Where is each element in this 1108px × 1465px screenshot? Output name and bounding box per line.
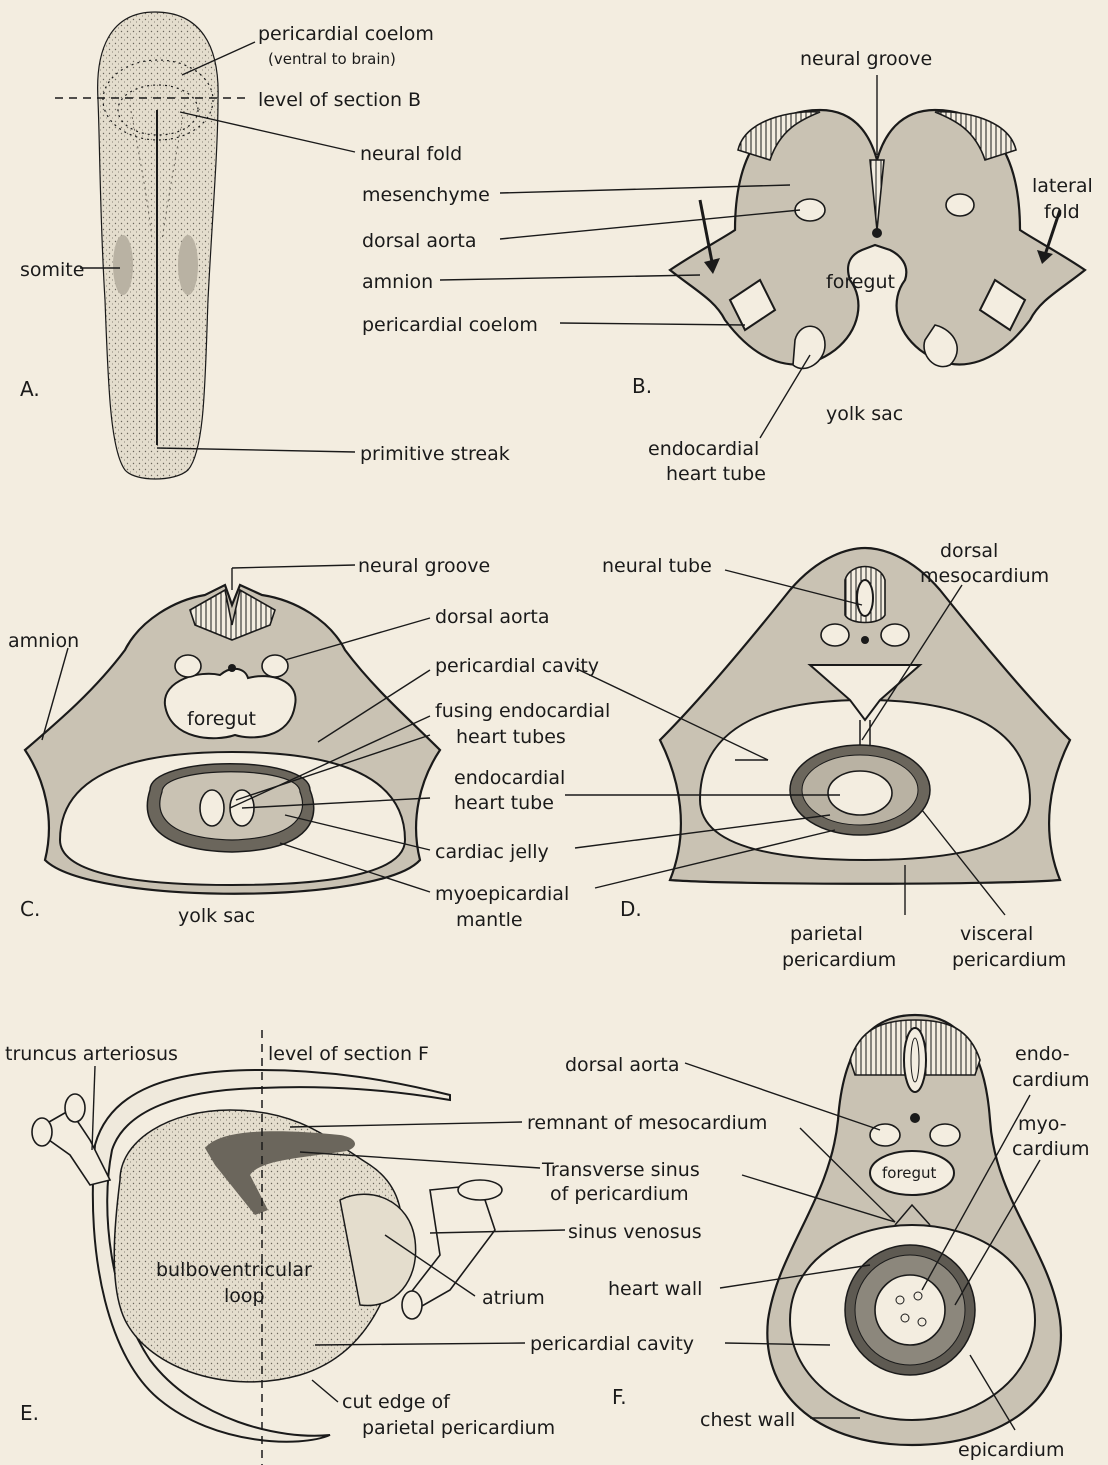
label-pericardial-coelom-b: pericardial coelom xyxy=(362,314,538,336)
panel-letter-a: A. xyxy=(20,377,40,401)
label-lateral: lateral xyxy=(1032,175,1093,197)
label-bulboventricular: bulboventricular xyxy=(156,1259,312,1281)
label-heart-wall: heart wall xyxy=(608,1278,702,1300)
label-pericardium-parietal: pericardium xyxy=(782,949,896,971)
label-mantle: mantle xyxy=(456,909,523,931)
label-neural-tube: neural tube xyxy=(602,555,712,577)
label-heart-tubes: heart tubes xyxy=(456,726,566,748)
label-dorsal-aorta-b: dorsal aorta xyxy=(362,230,477,252)
label-neural-groove-c: neural groove xyxy=(358,555,490,577)
panel-b: neural groove mesenchyme dorsal aorta am… xyxy=(362,48,1093,485)
label-ventral-to-brain: (ventral to brain) xyxy=(268,50,396,68)
dorsal-aorta-c xyxy=(175,655,201,677)
panel-letter-b: B. xyxy=(632,374,652,398)
label-foregut-b: foregut xyxy=(826,271,895,293)
endocardial-tube-d xyxy=(828,771,892,815)
label-chest-wall: chest wall xyxy=(700,1409,795,1431)
label-endocardial-c: endocardial xyxy=(454,767,565,789)
label-cardium-endo: cardium xyxy=(1012,1069,1089,1091)
label-myo: myo- xyxy=(1018,1113,1067,1135)
label-heart-tube-b: heart tube xyxy=(666,463,766,485)
endocardium-f xyxy=(875,1275,945,1345)
label-dorsal-d: dorsal xyxy=(940,540,998,562)
label-neural-groove-b: neural groove xyxy=(800,48,932,70)
label-level-section-b: level of section B xyxy=(258,89,421,111)
label-pericardium-visceral: pericardium xyxy=(952,949,1066,971)
panel-c: neural groove dorsal aorta amnion perica… xyxy=(8,555,610,931)
label-neural-fold: neural fold xyxy=(360,143,462,165)
panel-d: neural tube dorsal mesocardium parietal … xyxy=(565,540,1070,971)
label-endocardial-b: endocardial xyxy=(648,438,759,460)
label-mesenchyme: mesenchyme xyxy=(362,184,490,206)
dorsal-aorta-d-left xyxy=(821,624,849,646)
label-epicardium: epicardium xyxy=(958,1439,1065,1461)
label-cardiac-jelly: cardiac jelly xyxy=(435,841,549,863)
label-myoepicardial: myoepicardial xyxy=(435,883,569,905)
label-dorsal-aorta-c: dorsal aorta xyxy=(435,606,550,628)
panel-letter-f: F. xyxy=(612,1385,627,1409)
dorsal-aorta-f-left xyxy=(870,1124,900,1146)
label-dorsal-aorta-f: dorsal aorta xyxy=(565,1054,680,1076)
label-level-section-f: level of section F xyxy=(268,1043,429,1065)
label-pericardial-coelom-a: pericardial coelom xyxy=(258,23,434,45)
panel-letter-e: E. xyxy=(20,1401,39,1425)
label-mesocardium-d: mesocardium xyxy=(920,565,1049,587)
label-remnant-mesocardium: remnant of mesocardium xyxy=(527,1112,767,1134)
label-pericardial-cavity-e: pericardial cavity xyxy=(530,1333,694,1355)
label-fusing-endocardial: fusing endocardial xyxy=(435,700,610,722)
label-foregut-f: foregut xyxy=(882,1164,937,1182)
label-foregut-c: foregut xyxy=(187,708,256,730)
panel-e: truncus arteriosus level of section F re… xyxy=(5,1030,767,1465)
label-cardium-myo: cardium xyxy=(1012,1138,1089,1160)
endocardial-tube-b xyxy=(793,326,825,368)
panel-letter-c: C. xyxy=(20,897,40,921)
label-endo: endo- xyxy=(1015,1043,1070,1065)
label-truncus-arteriosus: truncus arteriosus xyxy=(5,1043,178,1065)
label-transverse-sinus: Transverse sinus xyxy=(541,1159,700,1181)
label-parietal: parietal xyxy=(790,923,863,945)
label-fold: fold xyxy=(1044,201,1080,223)
label-heart-tube-c: heart tube xyxy=(454,792,554,814)
fusing-heart-tube-left xyxy=(200,790,224,826)
label-atrium: atrium xyxy=(482,1287,545,1309)
label-primitive-streak: primitive streak xyxy=(360,443,510,465)
label-of-pericardium: of pericardium xyxy=(550,1183,689,1205)
somite-shape xyxy=(113,235,133,295)
label-yolk-sac-c: yolk sac xyxy=(178,905,255,927)
label-sinus-venosus: sinus venosus xyxy=(568,1221,702,1243)
label-cut-edge-of: cut edge of xyxy=(342,1391,451,1413)
panel-letter-d: D. xyxy=(620,897,642,921)
label-yolk-sac-b: yolk sac xyxy=(826,403,903,425)
label-amnion-b: amnion xyxy=(362,271,433,293)
label-loop: loop xyxy=(224,1285,265,1307)
label-amnion-c: amnion xyxy=(8,630,79,652)
label-somite: somite xyxy=(20,259,84,281)
label-pericardial-cavity-c: pericardial cavity xyxy=(435,655,599,677)
label-parietal-pericardium: parietal pericardium xyxy=(362,1417,555,1439)
label-visceral: visceral xyxy=(960,923,1033,945)
